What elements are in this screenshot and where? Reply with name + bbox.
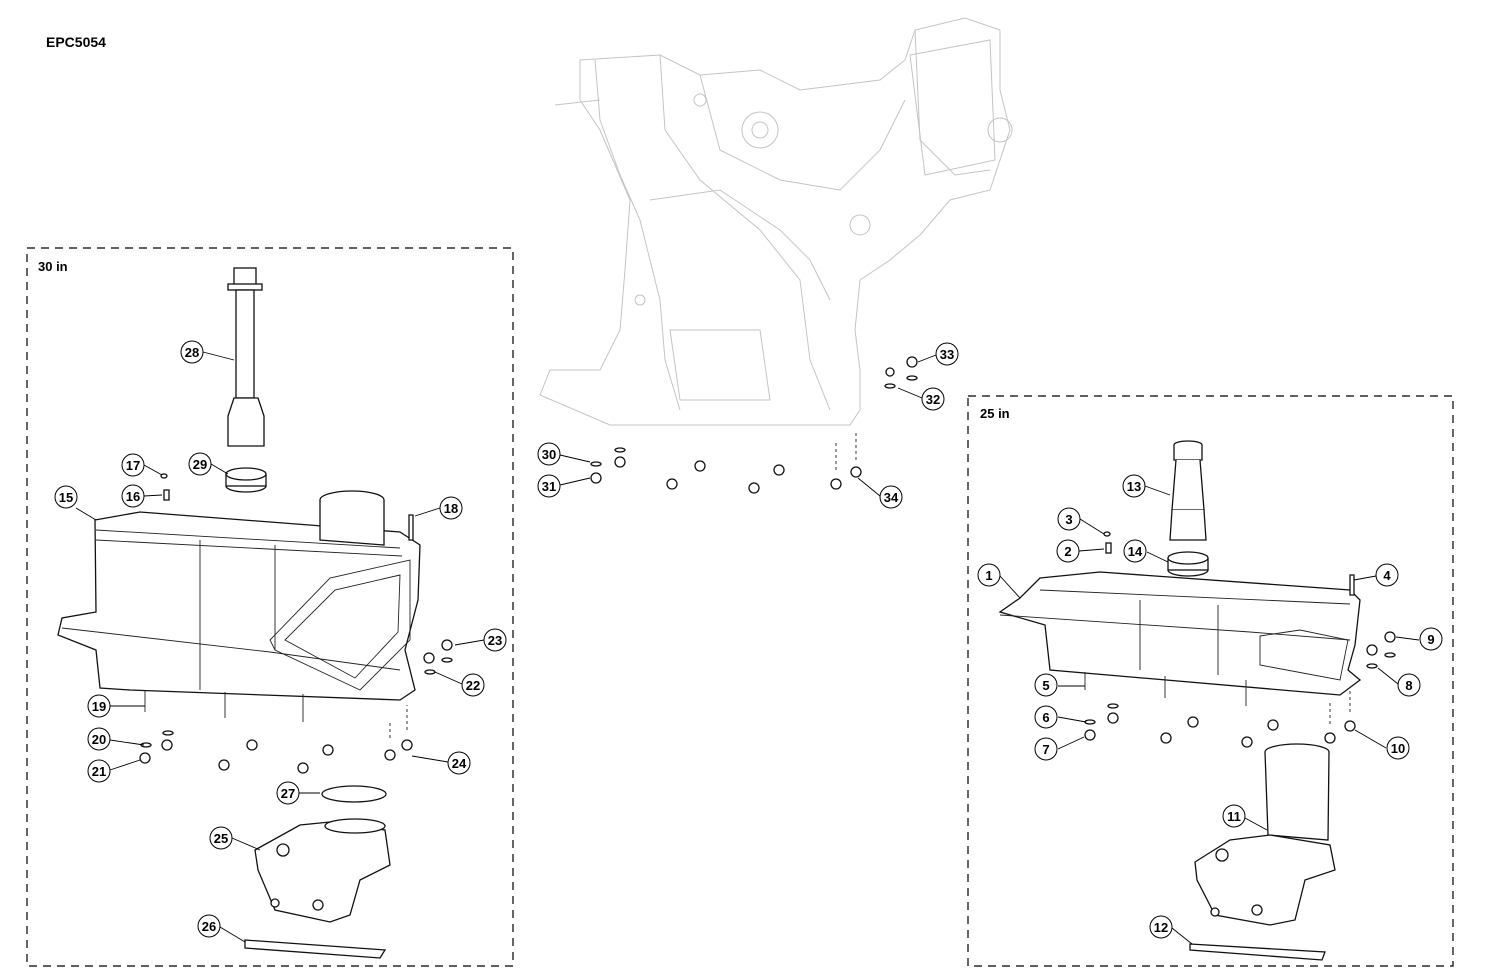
callout-6[interactable]: 6 [1034, 705, 1058, 729]
nut-29 [225, 467, 267, 493]
svg-text:27: 27 [281, 786, 295, 801]
panel-25in-label: 25 in [980, 406, 1010, 421]
callout-18[interactable]: 18 [439, 496, 463, 520]
svg-text:29: 29 [193, 457, 207, 472]
svg-text:6: 6 [1042, 710, 1049, 725]
svg-text:14: 14 [1128, 544, 1143, 559]
callout-7[interactable]: 7 [1034, 737, 1058, 761]
callout-17[interactable]: 17 [121, 453, 145, 477]
svg-text:3: 3 [1065, 512, 1072, 527]
callout-23[interactable]: 23 [483, 628, 507, 652]
callout-33[interactable]: 33 [935, 342, 959, 366]
svg-text:5: 5 [1042, 678, 1049, 693]
svg-text:1: 1 [985, 568, 992, 583]
callout-22[interactable]: 22 [461, 673, 485, 697]
leader-lines [75, 351, 1420, 945]
tube-13 [1169, 440, 1207, 541]
panel-25in-box [967, 395, 1454, 967]
callout-balloons: 28 17 16 29 15 18 23 22 19 20 21 24 27 2… [54, 340, 1443, 939]
callout-19[interactable]: 19 [87, 694, 111, 718]
pin-16 [163, 489, 170, 501]
svg-text:32: 32 [926, 392, 940, 407]
callout-27[interactable]: 27 [276, 781, 300, 805]
svg-text:11: 11 [1227, 809, 1241, 824]
callout-10[interactable]: 10 [1386, 736, 1410, 760]
callout-4[interactable]: 4 [1375, 563, 1399, 587]
engine-block-ghost [539, 17, 1013, 426]
svg-text:15: 15 [59, 490, 73, 505]
callout-15[interactable]: 15 [54, 485, 78, 509]
nut-14 [1167, 551, 1209, 577]
svg-text:12: 12 [1154, 920, 1168, 935]
callout-31[interactable]: 31 [537, 474, 561, 498]
callout-13[interactable]: 13 [1122, 474, 1146, 498]
svg-text:33: 33 [940, 347, 954, 362]
callout-32[interactable]: 32 [921, 387, 945, 411]
callout-30[interactable]: 30 [537, 442, 561, 466]
pin-2 [1105, 542, 1112, 554]
svg-text:26: 26 [202, 919, 216, 934]
gasket-27 [321, 785, 387, 803]
svg-text:31: 31 [542, 479, 556, 494]
callout-1[interactable]: 1 [977, 563, 1001, 587]
housing-1 [998, 571, 1362, 706]
svg-text:20: 20 [92, 732, 106, 747]
svg-text:28: 28 [185, 345, 199, 360]
washer-17 [160, 473, 168, 479]
callout-12[interactable]: 12 [1149, 915, 1173, 939]
svg-text:8: 8 [1405, 678, 1412, 693]
svg-text:18: 18 [444, 501, 458, 516]
callout-21[interactable]: 21 [87, 759, 111, 783]
svg-text:34: 34 [884, 490, 899, 505]
callout-2[interactable]: 2 [1056, 539, 1080, 563]
svg-text:23: 23 [488, 633, 502, 648]
svg-text:17: 17 [126, 458, 140, 473]
svg-text:7: 7 [1042, 742, 1049, 757]
svg-text:2: 2 [1064, 544, 1071, 559]
adapter-11 [1194, 743, 1336, 926]
fasteners-right [1084, 631, 1396, 748]
svg-text:24: 24 [452, 756, 467, 771]
callout-34[interactable]: 34 [879, 485, 903, 509]
callout-25[interactable]: 25 [209, 826, 233, 850]
callout-5[interactable]: 5 [1034, 673, 1058, 697]
callout-28[interactable]: 28 [180, 340, 204, 364]
callout-26[interactable]: 26 [197, 914, 221, 938]
callout-9[interactable]: 9 [1419, 627, 1443, 651]
diagram-code: EPC5054 [46, 34, 106, 50]
seal-26 [244, 939, 387, 959]
svg-text:21: 21 [92, 764, 106, 779]
adapter-25 [254, 818, 391, 923]
tube-28 [227, 267, 265, 447]
housing-15 [57, 490, 421, 722]
panel-30in-label: 30 in [38, 259, 68, 274]
seal-12 [1189, 943, 1326, 961]
washer-3 [1103, 531, 1111, 537]
svg-text:13: 13 [1127, 479, 1141, 494]
fasteners-left [139, 639, 453, 774]
fasteners-middle [590, 356, 918, 494]
callout-16[interactable]: 16 [121, 484, 145, 508]
svg-text:4: 4 [1383, 568, 1391, 583]
callout-8[interactable]: 8 [1397, 673, 1421, 697]
svg-text:10: 10 [1391, 741, 1405, 756]
callout-11[interactable]: 11 [1222, 804, 1246, 828]
callout-29[interactable]: 29 [188, 452, 212, 476]
svg-text:9: 9 [1427, 632, 1434, 647]
callout-14[interactable]: 14 [1123, 539, 1147, 563]
svg-text:25: 25 [214, 831, 228, 846]
svg-text:22: 22 [466, 678, 480, 693]
svg-text:16: 16 [126, 489, 140, 504]
svg-text:30: 30 [542, 447, 556, 462]
callout-24[interactable]: 24 [447, 751, 471, 775]
callout-20[interactable]: 20 [87, 727, 111, 751]
svg-text:19: 19 [92, 699, 106, 714]
callout-3[interactable]: 3 [1057, 507, 1081, 531]
panel-30in-box [26, 247, 514, 967]
